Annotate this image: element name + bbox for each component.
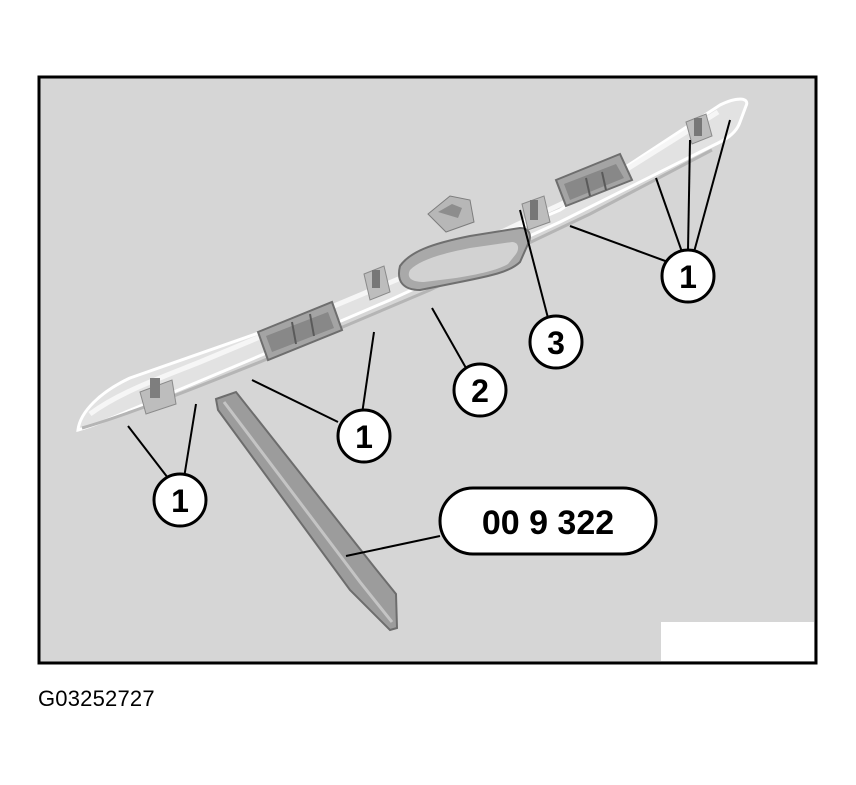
trim-strip <box>76 97 749 433</box>
frame-corner-patch <box>661 622 814 661</box>
tool-label-text: 00 9 322 <box>482 504 614 542</box>
figure-id: G03252727 <box>38 686 155 711</box>
callout-1-middle: 1 <box>336 408 392 464</box>
callout-1-bottom-left-text: 1 <box>171 483 189 519</box>
callout-1-middle-text: 1 <box>355 419 373 455</box>
callout-1-right: 1 <box>660 248 716 304</box>
special-tool <box>214 390 399 632</box>
callout-1-bottom-left: 1 <box>152 472 208 528</box>
callout-2: 2 <box>452 362 508 418</box>
callout-3: 3 <box>528 314 584 370</box>
leader-lines <box>127 119 731 557</box>
tool-label-bubble: 00 9 322 <box>438 486 658 556</box>
callout-3-text: 3 <box>547 325 565 361</box>
callout-1-right-text: 1 <box>679 259 697 295</box>
callout-2-text: 2 <box>471 373 489 409</box>
